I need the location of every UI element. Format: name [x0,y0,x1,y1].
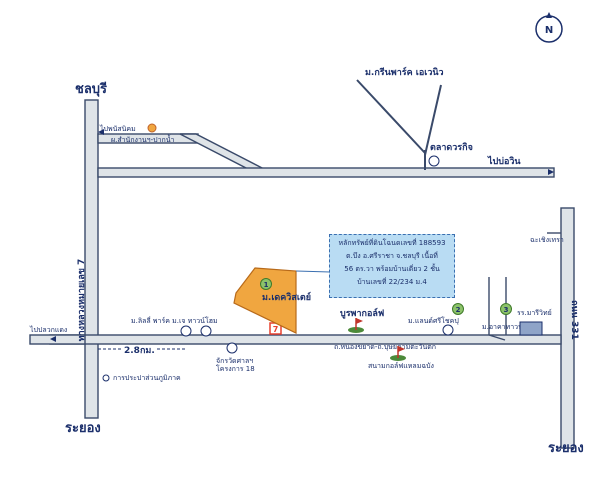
seven-eleven-mark: 7 [273,325,279,334]
road-331 [560,207,575,449]
marker-1: 1 [260,278,272,290]
pao-label: การประปาส่วนภูมิภาค [113,374,181,382]
market-office-pin [147,123,157,133]
bowin-label: ไปบ่อวิน [487,155,521,167]
info-line-3: 56 ตร.วา พร้อมบ้านเดี่ยว 2 ชั้น [344,265,440,273]
bowin-road [97,167,555,178]
info-box: หลักทรัพย์ที่ดินโฉนดเลขที่ 188593 ต.บึง … [329,234,455,298]
compass-label: N [545,25,553,36]
hospital-label: จักรวัดศาลฯ [216,357,253,365]
green-park-label: ม.กรีนพาร์ค เอเวนิว [365,66,444,78]
siam-park-pin-2 [200,325,212,337]
marker-2: 2 [452,303,464,315]
golf-icon-bottom [390,346,406,361]
market-label: ตลาดวรกิจ [430,142,473,153]
distance-label: 2.8กม. [124,346,155,356]
market-office-label: ผ.สำนักงานฯ-ปากน้ำ [111,133,175,144]
golf-course-label: สนามกอล์ฟแหลมฉบัง [368,362,434,370]
info-line-2: ต.บึง อ.ศรีราชา จ.ชลบุรี เนื้อที่ [346,252,438,260]
green-park-road-right [424,84,442,156]
info-line-4: บ้านเลขที่ 22/234 ม.4 [357,278,427,286]
siam-park-pin-1 [180,325,192,337]
hospital-pin [226,342,238,354]
chonburi-label: ชลบุรี [75,81,107,97]
info-pointer-line [295,270,331,273]
project-plot [233,267,297,334]
project-name-label: ม.เดควิสเตย์ [262,291,311,303]
hwy331-label: ถนน 331 [569,300,579,340]
golf-label: บูรพากอล์ฟ [340,307,384,319]
hwy7-label: ทางหลวงหมายเลข 7 [77,259,87,342]
compass: N [535,12,563,43]
marker-3: 3 [500,303,512,315]
landsrichai-pin [442,324,454,336]
hospital-sub-label: โครงการ 18 [216,364,255,373]
marker-1-number: 1 [264,281,269,289]
market-pin [428,155,440,167]
pluak-daeng-arrow-icon [50,336,56,342]
chachoengsao-label: ฉะเชิงเทรา [530,236,564,244]
diagonal-road [179,133,267,171]
side-road-2 [488,334,506,341]
marker-3-number: 3 [504,306,509,314]
rayong-left-label: ระยอง [65,421,101,436]
pao-pin [102,374,110,382]
school-building-icon [519,321,543,336]
school-label: รร.มารีวิทย์ [517,309,552,317]
pluak-daeng-label: ไปปลวกแดง [29,325,67,334]
phanat-arrow-icon [98,129,104,135]
road-left-stub [29,334,86,345]
compass-north-arrow-icon [546,12,552,18]
golf-icon-top [348,318,364,333]
marker-2-number: 2 [456,306,461,314]
green-park-road-left [356,79,426,154]
rayong-right-label: ระยอง [548,441,584,456]
road-name-label: ถ.หนองขยาด-ถ.บุษยคามตะวันตก [334,343,436,351]
info-line-1: หลักทรัพย์ที่ดินโฉนดเลขที่ 188593 [338,239,446,247]
main-road [49,334,562,345]
arkarttown-label: ม.อาคาทาวน์ [482,323,523,331]
siam-park-label: ม.ลิลลี่ พาร์ค ม.เจ ทาวน์โฮม [131,316,218,325]
phanat-label: ไปพนัสนิคม [99,124,136,133]
bowin-arrow-icon [548,169,554,175]
landsrichai-label: ม.แลนด์ศรีโชคปุ [408,316,459,325]
